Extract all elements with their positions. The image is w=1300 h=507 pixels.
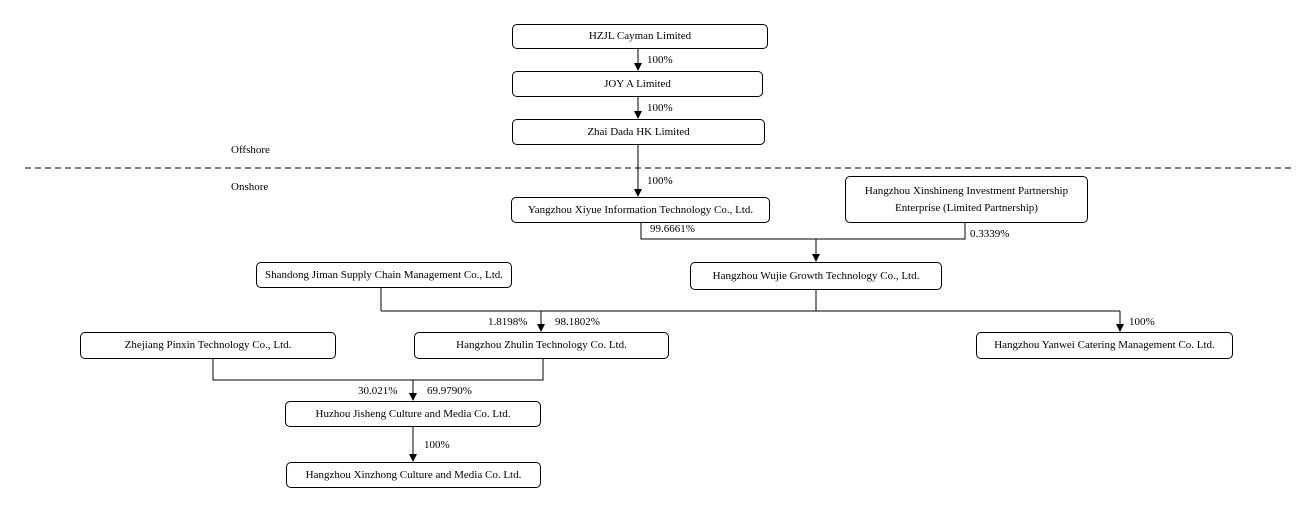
entity-zhai-dada: Zhai Dada HK Limited [512, 119, 765, 145]
offshore-label: Offshore [231, 144, 270, 156]
entity-jisheng: Huzhou Jisheng Culture and Media Co. Ltd… [285, 401, 541, 427]
pct-wujie-zhulin: 98.1802% [555, 316, 600, 328]
pct-zhulin-jisheng: 69.9790% [427, 385, 472, 397]
pct-jiman-zhulin: 1.8198% [488, 316, 528, 328]
entity-zhulin: Hangzhou Zhulin Technology Co. Ltd. [414, 332, 669, 359]
connector-pinxin-zhulin [212, 359, 544, 381]
connector-xiyue-wujie [640, 223, 966, 240]
entity-wujie: Hangzhou Wujie Growth Technology Co., Lt… [690, 262, 942, 290]
entity-shandong-jiman: Shandong Jiman Supply Chain Management C… [256, 262, 512, 288]
pct-xinshineng-wujie: 0.3339% [970, 228, 1010, 240]
pct-zhai-xiyue: 100% [647, 175, 673, 187]
entity-yangzhou-xiyue: Yangzhou Xiyue Information Technology Co… [511, 197, 770, 223]
pct-wujie-yanwei: 100% [1129, 316, 1155, 328]
entity-xinshineng: Hangzhou Xinshineng Investment Partnersh… [845, 176, 1088, 223]
entity-yanwei: Hangzhou Yanwei Catering Management Co. … [976, 332, 1233, 359]
onshore-label: Onshore [231, 181, 269, 193]
pct-joy-zhai: 100% [647, 102, 673, 114]
pct-hzjl-joy: 100% [647, 54, 673, 66]
entity-pinxin: Zhejiang Pinxin Technology Co., Ltd. [80, 332, 336, 359]
pct-jisheng-xinzhong: 100% [424, 439, 450, 451]
entity-hzjl-cayman: HZJL Cayman Limited [512, 24, 768, 49]
pct-xiyue-wujie: 99.6661% [650, 223, 695, 235]
pct-pinxin-jisheng: 30.021% [358, 385, 398, 397]
entity-xinzhong: Hangzhou Xinzhong Culture and Media Co. … [286, 462, 541, 488]
entity-joy-a: JOY A Limited [512, 71, 763, 97]
